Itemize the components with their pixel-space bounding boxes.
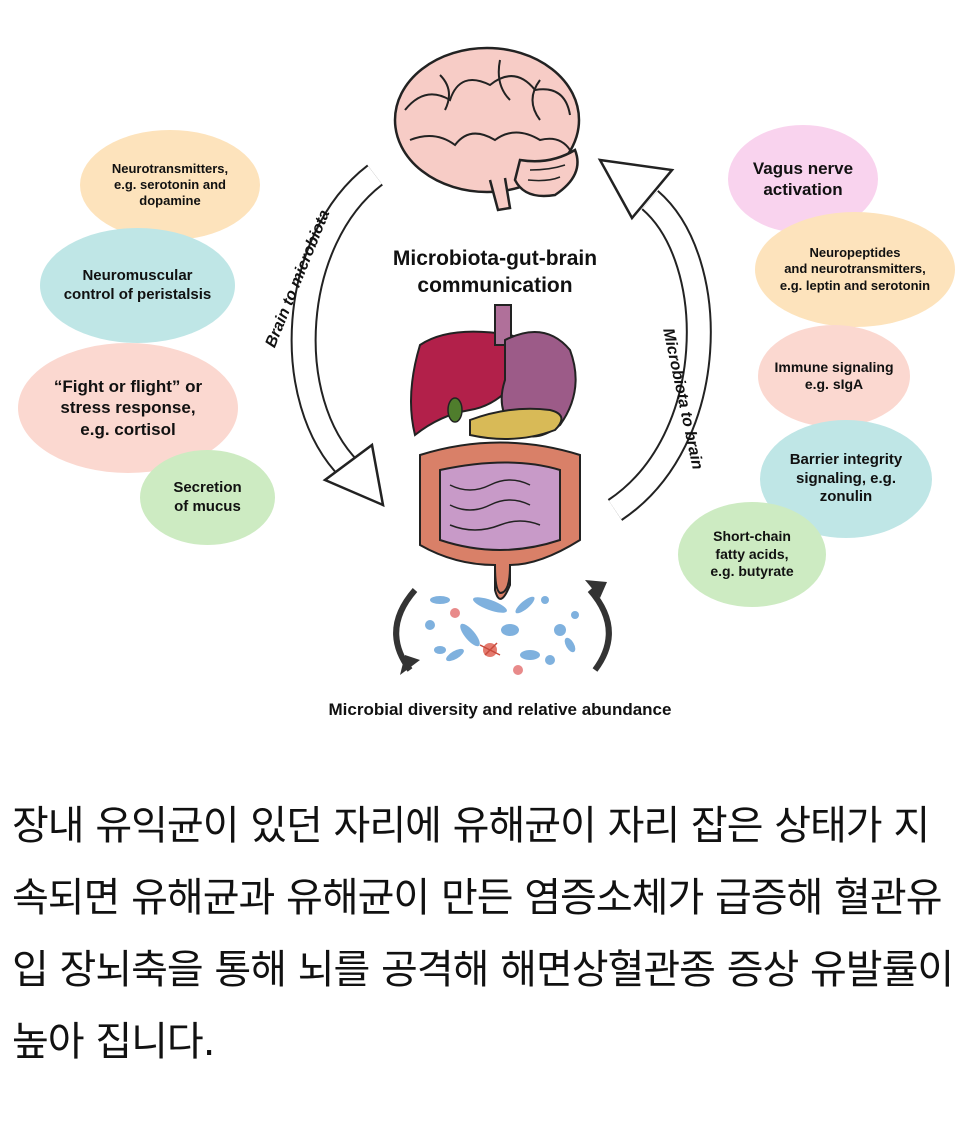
korean-description-paragraph: 장내 유익균이 있던 자리에 유해균이 자리 잡은 상태가 지속되면 유해균과 … bbox=[12, 803, 954, 1065]
gut-organs-icon bbox=[410, 304, 581, 600]
bubble-neuromuscular-control: Neuromuscular control of peristalsis bbox=[40, 228, 235, 343]
gut-brain-diagram: Brain to microbiota Microbiota to brain … bbox=[18, 46, 955, 719]
diagram-caption: Microbial diversity and relative abundan… bbox=[328, 700, 672, 719]
bubble-short-chain-fatty-acids: Short-chain fatty acids, e.g. butyrate bbox=[678, 502, 826, 607]
microbes-icon bbox=[393, 580, 612, 675]
microbiota-to-brain-arrow bbox=[597, 158, 712, 521]
bubble-secretion-of-mucus: Secretion of mucus bbox=[140, 450, 275, 545]
brain-to-microbiota-arrow bbox=[290, 164, 385, 508]
diagram-artwork bbox=[290, 46, 712, 675]
bubble-neuropeptides: Neuropeptides and neurotransmitters, e.g… bbox=[755, 212, 955, 327]
bubble-neurotransmitters: Neurotransmitters, e.g. serotonin and do… bbox=[80, 130, 260, 240]
brain-icon bbox=[393, 46, 581, 212]
bubble-immune-signaling: Immune signaling e.g. sIgA bbox=[758, 325, 910, 427]
diagram-title: Microbiota-gut-brain communication bbox=[392, 247, 598, 298]
